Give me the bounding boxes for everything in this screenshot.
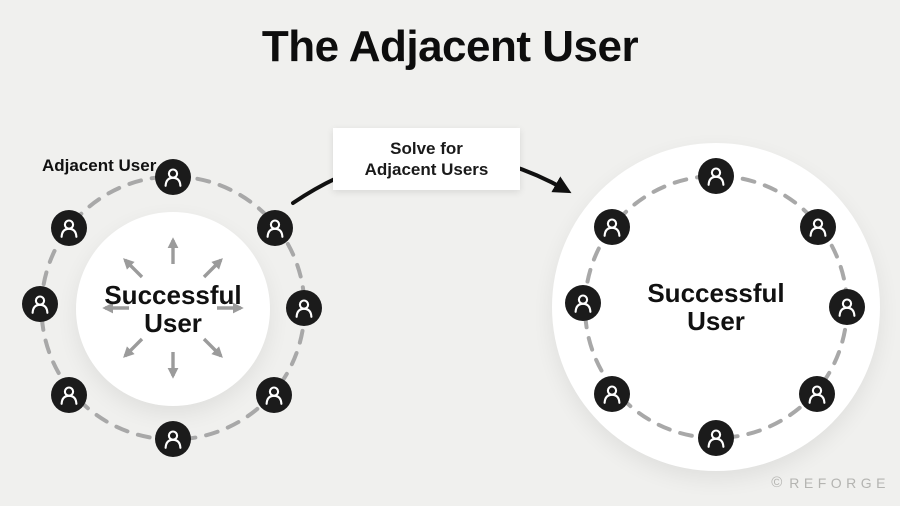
left-diagram: Successful User bbox=[22, 158, 323, 458]
user-icon bbox=[155, 159, 191, 195]
successful-user-label: Successful User bbox=[104, 280, 242, 338]
user-icon bbox=[594, 376, 630, 412]
user-icon bbox=[51, 210, 87, 246]
user-icon bbox=[257, 210, 293, 246]
successful-user-label: Successful User bbox=[647, 278, 785, 336]
user-icon bbox=[155, 421, 191, 457]
callout-line: Adjacent Users bbox=[364, 160, 489, 179]
callout-line: Solve for bbox=[390, 139, 463, 158]
user-icon bbox=[698, 420, 734, 456]
user-icon bbox=[829, 289, 865, 325]
user-icon bbox=[51, 377, 87, 413]
user-icon bbox=[256, 377, 292, 413]
user-icon bbox=[565, 285, 601, 321]
solve-callout: Solve for Adjacent Users bbox=[333, 128, 520, 190]
right-diagram: Successful User bbox=[546, 137, 886, 477]
successful-user-circle bbox=[552, 143, 880, 471]
radiating-arrows-icon bbox=[102, 237, 244, 379]
user-icon bbox=[698, 158, 734, 194]
user-icon bbox=[800, 209, 836, 245]
user-icon bbox=[22, 286, 58, 322]
brand-name: REFORGE bbox=[789, 474, 890, 491]
page-title: The Adjacent User bbox=[261, 22, 639, 71]
copyright-icon: © bbox=[771, 474, 783, 491]
adjacent-user-label: Adjacent User bbox=[42, 156, 157, 175]
reforge-logo: © REFORGE bbox=[771, 474, 890, 491]
user-icon bbox=[286, 290, 322, 326]
user-icon bbox=[799, 376, 835, 412]
user-icon bbox=[594, 209, 630, 245]
